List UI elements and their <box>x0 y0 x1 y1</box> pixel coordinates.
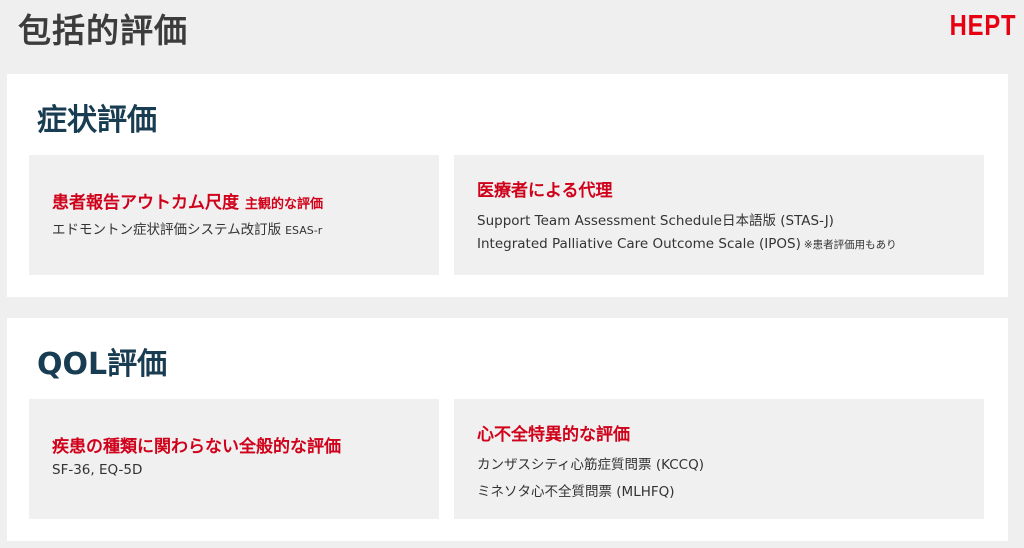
card-generic-assessment: 疾患の種類に関わらない全般的な評価 SF-36, EQ-5D <box>29 399 439 519</box>
card-line: カンザスシティ心筋症質問票 (KCCQ) <box>477 457 704 473</box>
section-title: 症状評価 <box>37 103 157 138</box>
hept-logo: HEPT <box>949 10 1016 42</box>
card-heart-failure-specific: 心不全特異的な評価 カンザスシティ心筋症質問票 (KCCQ) ミネソタ心不全質問… <box>454 399 984 519</box>
line-suffix: ESAS-r <box>285 224 323 237</box>
line-text: エドモントン症状評価システム改訂版 <box>52 222 282 238</box>
section-title: QOL評価 <box>37 347 168 382</box>
card-line: SF-36, EQ-5D <box>52 462 143 478</box>
card-title: 患者報告アウトカム尺度主観的な評価 <box>52 188 323 213</box>
card-title-sub: 主観的な評価 <box>245 197 324 212</box>
card-title-main: 患者報告アウトカム尺度 <box>52 193 239 213</box>
card-line: ミネソタ心不全質問票 (MLHFQ) <box>477 484 675 500</box>
card-line: Integrated Palliative Care Outcome Scale… <box>477 236 897 252</box>
card-title: 心不全特異的な評価 <box>477 425 630 445</box>
card-line: Support Team Assessment Schedule日本語版 (ST… <box>477 213 834 229</box>
section-symptom-assessment: 症状評価 患者報告アウトカム尺度主観的な評価 エドモントン症状評価システム改訂版… <box>7 74 1008 297</box>
card-title: 医療者による代理 <box>477 181 613 201</box>
section-qol-assessment: QOL評価 疾患の種類に関わらない全般的な評価 SF-36, EQ-5D 心不全… <box>7 318 1008 541</box>
card-title: 疾患の種類に関わらない全般的な評価 <box>52 437 341 457</box>
line-text: Integrated Palliative Care Outcome Scale… <box>477 236 801 252</box>
line-note: ※患者評価用もあり <box>803 239 897 251</box>
page-title: 包括的評価 <box>18 11 188 50</box>
card-proxy-by-clinician: 医療者による代理 Support Team Assessment Schedul… <box>454 155 984 275</box>
